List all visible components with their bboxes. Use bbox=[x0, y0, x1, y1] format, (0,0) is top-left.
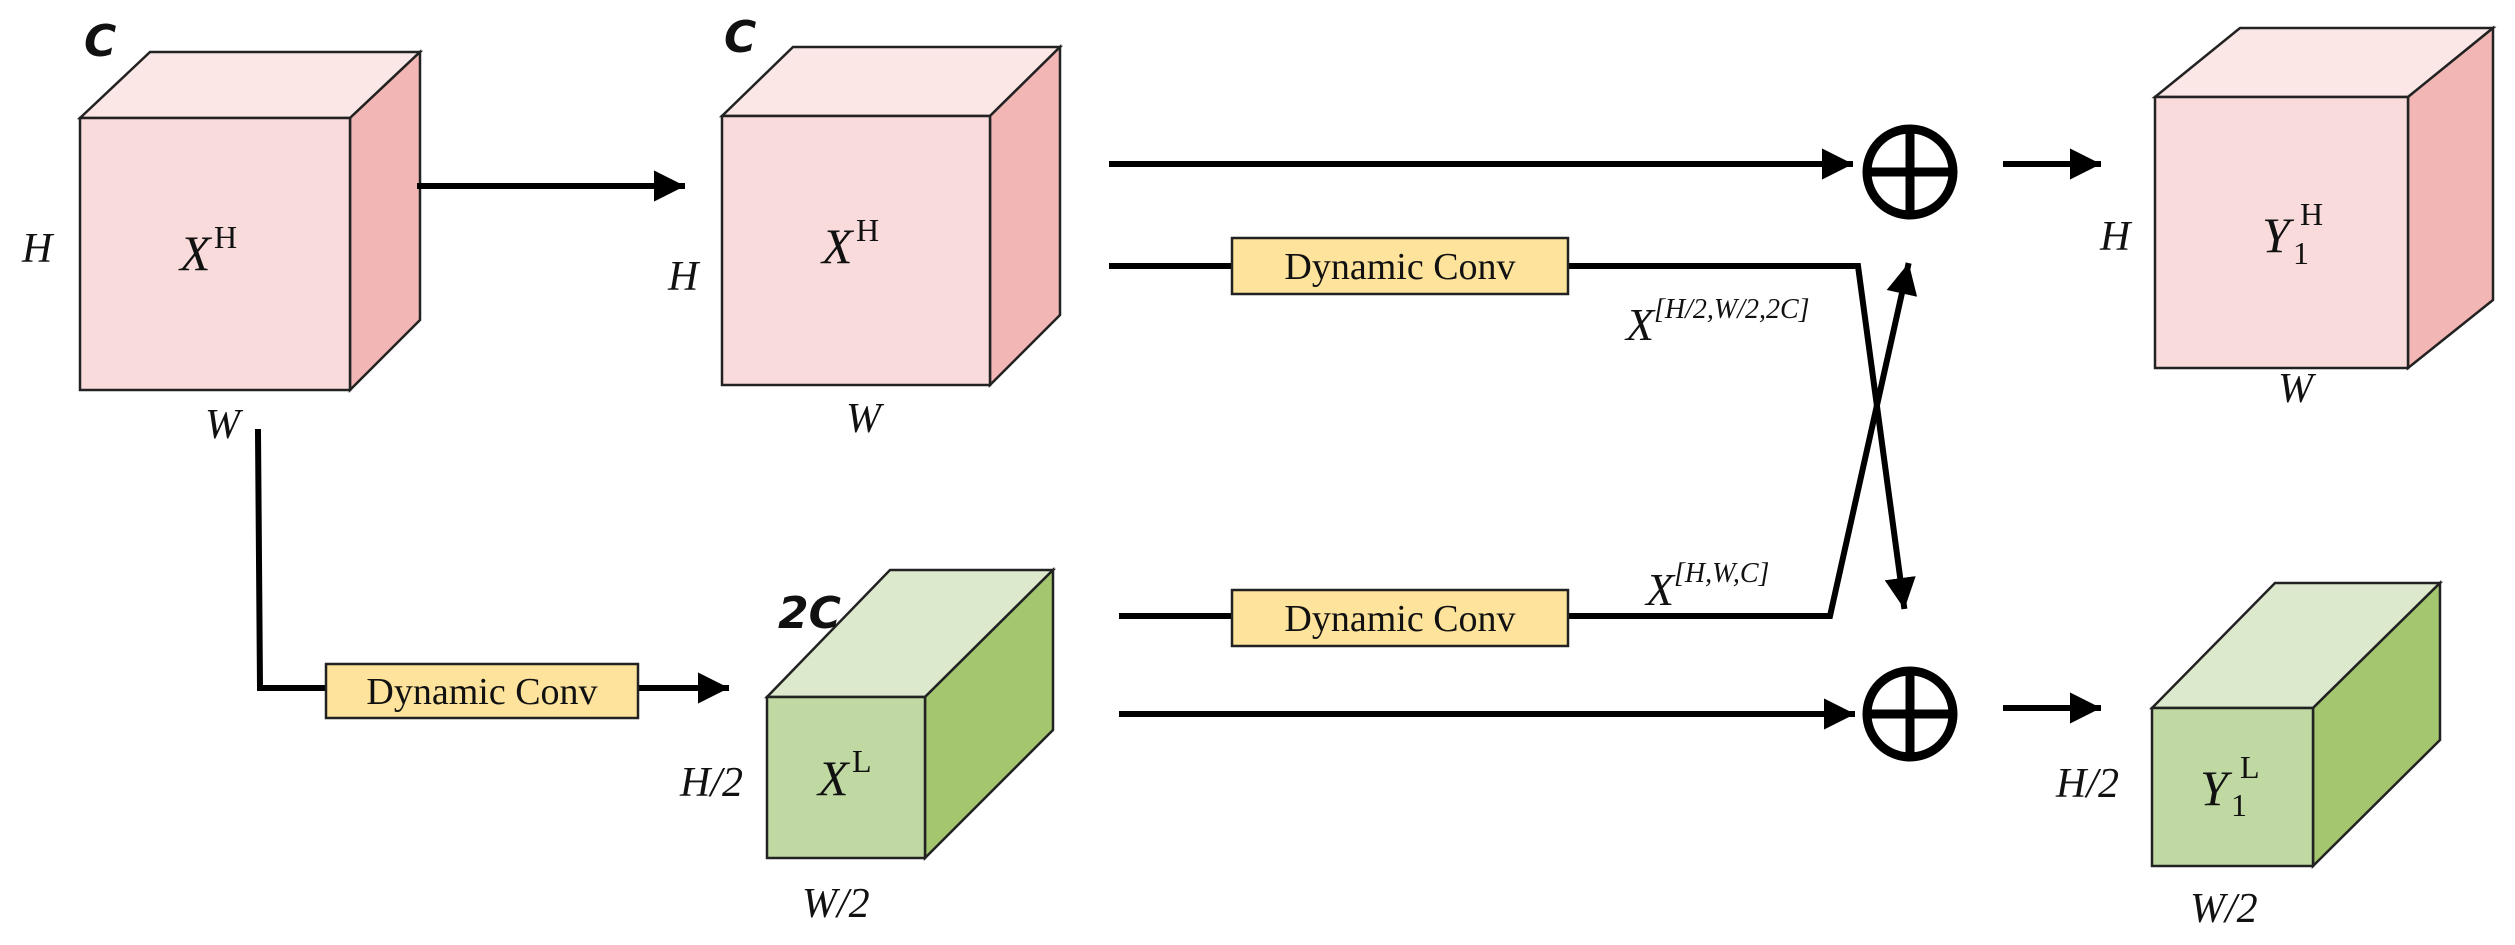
path-high-to-add-bottom bbox=[1565, 263, 1916, 610]
out-high-cube-var: Y bbox=[2262, 207, 2295, 263]
input-cube-c-label: C bbox=[84, 16, 116, 67]
input-cube: X H H W C bbox=[21, 16, 424, 448]
conv-box-down: Dynamic Conv bbox=[324, 662, 640, 720]
annotation-lower-sup: [H,W,C] bbox=[1674, 558, 1769, 589]
add-operator-top: ⊕ bbox=[1862, 124, 1958, 220]
path-low-to-add-top bbox=[1565, 262, 1918, 619]
out-high-cube: Y 1 H H W bbox=[2099, 25, 2497, 412]
input-cube-var: X bbox=[178, 225, 213, 281]
add-operator-bottom: ⊕ bbox=[1862, 666, 1958, 762]
input-cube-front bbox=[78, 116, 352, 392]
out-high-cube-sup: H bbox=[2300, 196, 2323, 232]
out-low-cube-sup: L bbox=[2240, 749, 2260, 785]
high-cube-var: X bbox=[820, 218, 855, 274]
out-high-cube-h-label: H bbox=[2099, 214, 2133, 260]
out-low-cube-h-label: H/2 bbox=[2055, 761, 2119, 807]
conv-box-low-to-high-label: Dynamic Conv bbox=[1284, 598, 1515, 640]
low-cube-var: X bbox=[816, 750, 851, 806]
annotation-upper-sup: [H/2,W/2,2C] bbox=[1654, 294, 1810, 325]
input-cube-h-label: H bbox=[21, 226, 55, 272]
high-cube: X H H W C bbox=[667, 12, 1064, 442]
out-low-cube-var: Y bbox=[2200, 760, 2233, 816]
out-high-cube-sub: 1 bbox=[2293, 235, 2309, 271]
low-cube: X L H/2 W/2 2C bbox=[679, 566, 1057, 927]
conv-box-high-to-low: Dynamic Conv bbox=[1230, 236, 1570, 296]
conv-box-down-label: Dynamic Conv bbox=[366, 671, 597, 713]
high-cube-w-label: W bbox=[846, 396, 885, 442]
out-low-cube: Y 1 L H/2 W/2 bbox=[2055, 580, 2444, 932]
out-low-cube-w-label: W/2 bbox=[2190, 886, 2258, 932]
low-cube-w-label: W/2 bbox=[802, 881, 870, 927]
low-cube-h-label: H/2 bbox=[679, 760, 743, 806]
line-input-down bbox=[254, 428, 329, 691]
out-low-cube-sub: 1 bbox=[2231, 787, 2247, 823]
out-high-cube-front bbox=[2153, 95, 2410, 370]
low-cube-c-label: 2C bbox=[778, 588, 841, 639]
out-high-cube-w-label: W bbox=[2278, 366, 2317, 412]
input-cube-w-label: W bbox=[205, 402, 244, 448]
conv-box-high-to-low-label: Dynamic Conv bbox=[1284, 246, 1515, 288]
out-low-cube-front bbox=[2150, 706, 2315, 868]
annotation-upper-var: X bbox=[1624, 299, 1656, 350]
input-cube-sup: H bbox=[214, 219, 237, 255]
high-cube-h-label: H bbox=[667, 254, 701, 300]
annotation-lower-var: X bbox=[1644, 564, 1676, 615]
high-cube-front bbox=[720, 114, 992, 387]
low-cube-front bbox=[765, 695, 927, 860]
conv-box-low-to-high: Dynamic Conv bbox=[1230, 588, 1570, 648]
high-cube-c-label: C bbox=[724, 12, 756, 63]
low-cube-sup: L bbox=[852, 743, 872, 779]
high-cube-sup: H bbox=[856, 212, 879, 248]
